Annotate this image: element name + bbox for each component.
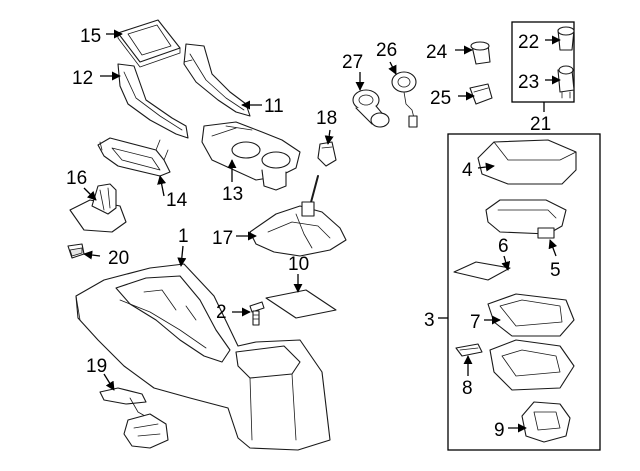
- part-13-upper-console[interactable]: [201, 121, 301, 191]
- part-24-plug[interactable]: [470, 41, 491, 65]
- label-7: 7: [470, 312, 481, 333]
- part-8-clip[interactable]: [455, 343, 483, 357]
- label-6: 6: [498, 236, 509, 257]
- part-22-socket[interactable]: [557, 26, 575, 51]
- label-17: 17: [212, 228, 233, 249]
- part-4-armrest-lid[interactable]: [477, 139, 577, 185]
- label-18: 18: [316, 108, 337, 129]
- label-1: 1: [178, 226, 189, 247]
- label-23: 23: [518, 72, 539, 93]
- group-3-box: [447, 133, 601, 451]
- label-3: 3: [424, 310, 435, 331]
- part-26-outlet[interactable]: [391, 71, 418, 128]
- part-25-collar[interactable]: [469, 83, 493, 105]
- part-9-bracket[interactable]: [521, 401, 571, 443]
- label-24: 24: [426, 42, 448, 63]
- part-11-right-panel[interactable]: [183, 43, 251, 117]
- part-16-shift-boot[interactable]: [69, 183, 127, 233]
- part-2-bolt[interactable]: [249, 301, 265, 326]
- part-15-bezel[interactable]: [117, 19, 181, 68]
- part-23-socket[interactable]: [557, 65, 575, 99]
- part-tray-lower[interactable]: [489, 339, 575, 391]
- part-5-latch-tray[interactable]: [485, 199, 567, 239]
- part-17-shifter-assembly[interactable]: [249, 175, 347, 257]
- part-12-left-panel[interactable]: [117, 63, 189, 139]
- label-19: 19: [86, 356, 107, 377]
- callout-labels: 15 12 11 27 26 24 25 22 23 21 18 13 14 1…: [66, 26, 561, 441]
- label-13: 13: [222, 184, 243, 205]
- label-12: 12: [72, 68, 93, 89]
- part-20-clip[interactable]: [67, 243, 85, 259]
- label-16: 16: [66, 168, 87, 189]
- part-19-harness[interactable]: [99, 387, 169, 449]
- part-6-pad[interactable]: [453, 261, 511, 281]
- part-18-shift-knob[interactable]: [317, 141, 337, 167]
- label-26: 26: [376, 40, 397, 61]
- label-10: 10: [288, 254, 309, 275]
- label-21: 21: [530, 114, 551, 135]
- label-2: 2: [216, 302, 227, 323]
- leader-lines: [83, 29, 561, 433]
- part-1-console-body[interactable]: [75, 263, 331, 451]
- part-10-mat[interactable]: [265, 289, 337, 319]
- label-20: 20: [108, 248, 129, 269]
- label-14: 14: [166, 190, 188, 211]
- label-11: 11: [264, 96, 284, 117]
- group-21-box: [511, 21, 575, 103]
- label-5: 5: [550, 260, 561, 281]
- label-25: 25: [430, 88, 451, 109]
- label-15: 15: [80, 26, 101, 47]
- label-4: 4: [462, 160, 473, 181]
- part-7-storage-tray[interactable]: [487, 293, 575, 337]
- label-8: 8: [462, 378, 473, 399]
- part-27-socket[interactable]: [352, 89, 390, 128]
- label-22: 22: [518, 32, 539, 53]
- label-27: 27: [342, 52, 363, 73]
- label-9: 9: [494, 420, 505, 441]
- part-14-bracket[interactable]: [97, 137, 171, 177]
